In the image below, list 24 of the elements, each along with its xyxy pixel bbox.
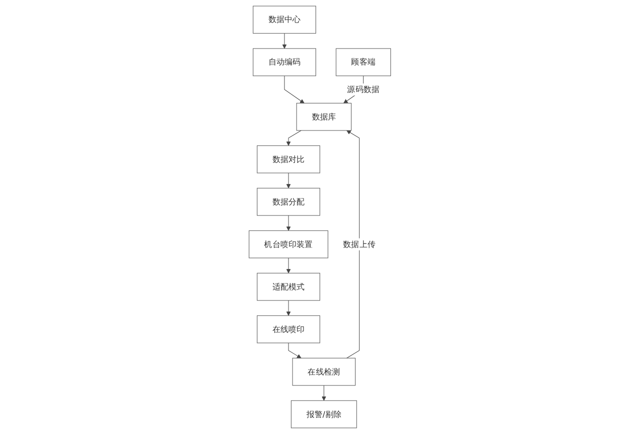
node-box xyxy=(252,6,316,34)
flowchart: 源码数据 数据上传 数据中心 自动编码 顾客端 数据库 数据对比 数据分配 机台喷印装置 适配模式 在线喷印 在线检测 报警/剔除 xyxy=(245,2,395,432)
node-box xyxy=(252,48,316,76)
arrow xyxy=(288,342,302,358)
edge-label: 源码数据 xyxy=(347,84,380,94)
node-box xyxy=(296,102,352,131)
arrow xyxy=(286,258,291,274)
arrow xyxy=(282,33,287,49)
node-box xyxy=(248,230,328,258)
arrow xyxy=(322,385,326,401)
arrow xyxy=(284,76,305,104)
node-box xyxy=(257,315,320,344)
node-box xyxy=(292,358,356,386)
node-box xyxy=(257,188,320,216)
node-box xyxy=(336,48,392,76)
edge-label: 数据上传 xyxy=(343,239,376,249)
arrow xyxy=(286,130,302,146)
node-box xyxy=(257,145,320,174)
arrow xyxy=(286,300,291,316)
arrow xyxy=(286,172,291,188)
node-box xyxy=(291,400,358,428)
node-box xyxy=(257,272,320,301)
arrow xyxy=(286,215,291,231)
arrow xyxy=(346,130,360,358)
